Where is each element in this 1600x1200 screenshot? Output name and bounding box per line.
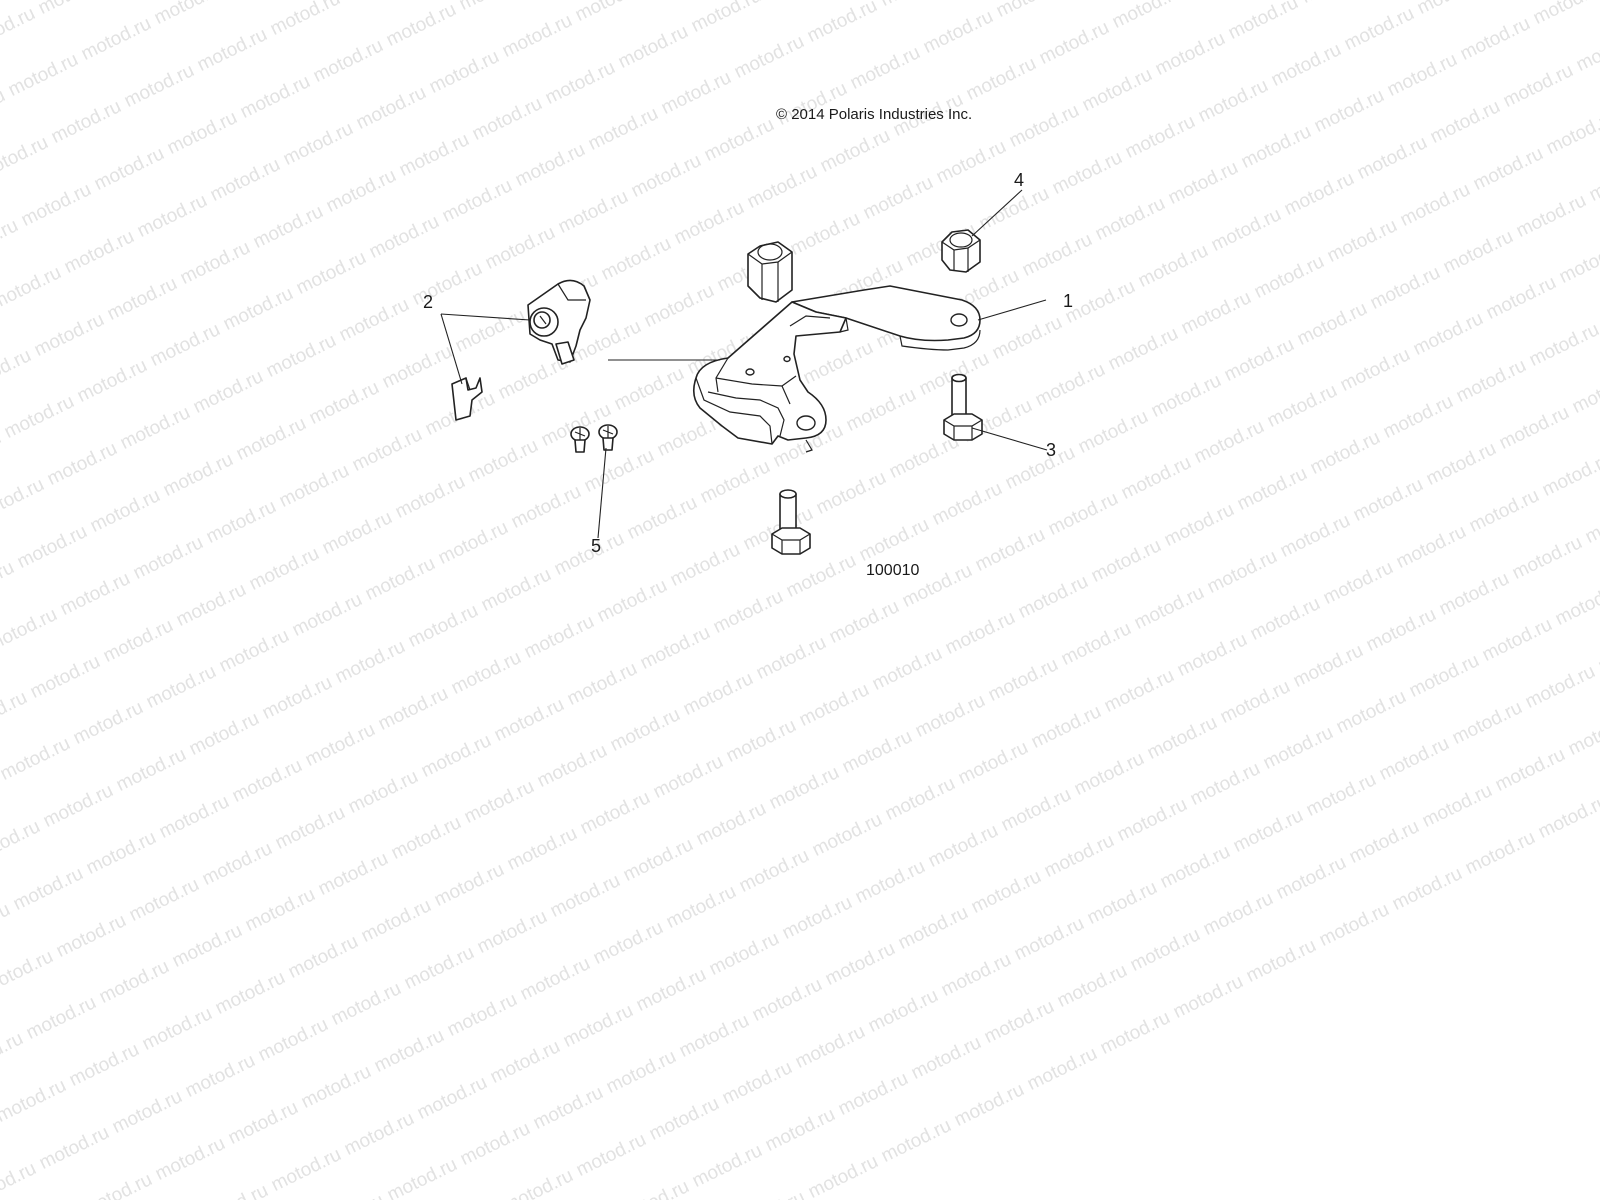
part-4-nut-left <box>747 241 793 303</box>
leader-1 <box>977 299 1047 321</box>
part-5-screw-left <box>570 426 590 453</box>
callout-4: 4 <box>1014 170 1025 190</box>
part-3-bolt-right <box>943 373 983 441</box>
callout-5: 5 <box>591 536 602 556</box>
part-2-switch-housing <box>527 279 591 365</box>
leader-lines <box>440 189 1048 539</box>
leader-2a <box>440 313 531 321</box>
part-1-bracket <box>692 285 981 453</box>
callout-2: 2 <box>423 292 434 312</box>
figure-number: 100010 <box>866 562 920 579</box>
part-4-nut-right <box>941 229 981 273</box>
leader-5 <box>597 447 607 539</box>
copyright-notice: © 2014 Polaris Industries Inc. <box>776 106 973 123</box>
leader-3 <box>971 427 1048 451</box>
part-3-bolt-lower <box>771 489 811 555</box>
callout-3: 3 <box>1046 440 1057 460</box>
part-5-screw-right <box>598 424 618 451</box>
leader-4 <box>971 189 1023 237</box>
leader-2b <box>440 313 463 385</box>
part-2-key <box>451 377 483 421</box>
callout-1: 1 <box>1063 291 1074 311</box>
